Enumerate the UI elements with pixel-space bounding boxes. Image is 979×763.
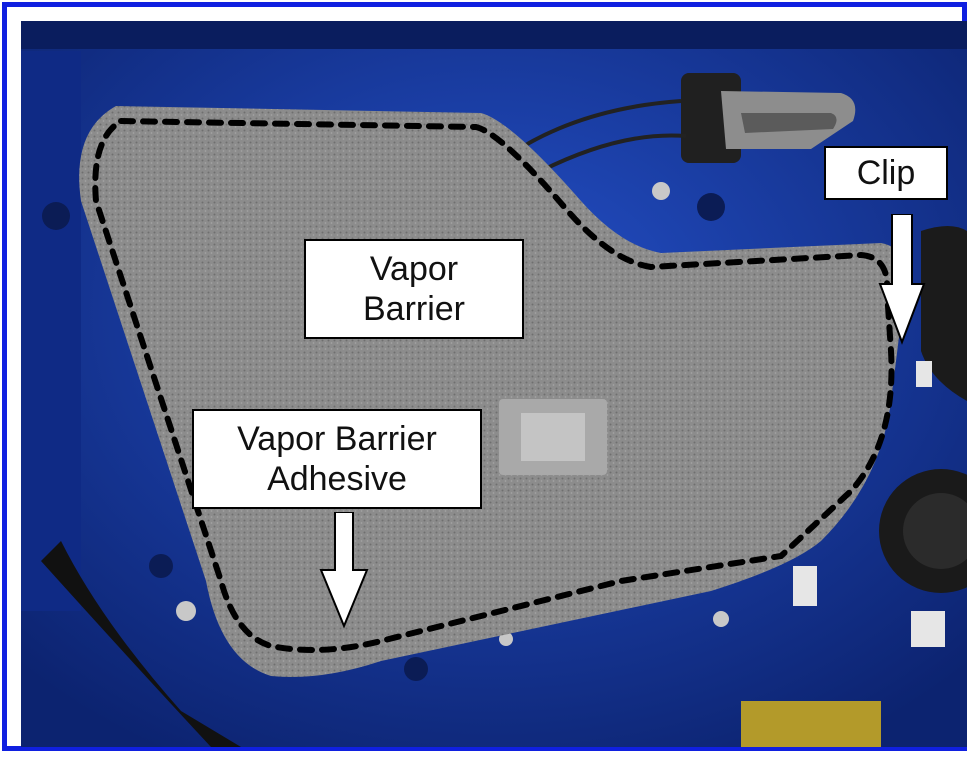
- door-panel-illustration: [21, 21, 967, 747]
- vapor-barrier-foam: [79, 106, 906, 677]
- adhesive-outline: [92, 117, 895, 653]
- vapor-barrier-adhesive-line2: Adhesive: [267, 460, 407, 498]
- vapor-barrier-callout: Vapor Barrier: [304, 239, 524, 339]
- weatherstrip: [41, 541, 241, 747]
- connector: [911, 611, 945, 647]
- lower-hardware: [741, 701, 881, 747]
- vapor-barrier-adhesive-line1: Vapor Barrier: [237, 420, 437, 458]
- door-panel-photo: [21, 21, 967, 747]
- clip-arrow-icon: [878, 214, 926, 345]
- window-channel: [21, 21, 967, 49]
- image-frame: [2, 2, 967, 751]
- wiring-harness: [921, 226, 967, 401]
- left-pillar: [21, 51, 81, 611]
- adhesive-arrow-icon: [319, 512, 369, 629]
- clip-part: [916, 361, 932, 387]
- clip-callout: Clip: [824, 146, 948, 200]
- connector: [793, 566, 817, 606]
- vapor-barrier-line1: Vapor: [369, 250, 459, 288]
- lock-cable: [540, 133, 687, 173]
- clip-label: Clip: [856, 154, 916, 192]
- vapor-barrier-adhesive-callout: Vapor Barrier Adhesive: [192, 409, 482, 509]
- vapor-barrier-line2: Barrier: [362, 290, 466, 328]
